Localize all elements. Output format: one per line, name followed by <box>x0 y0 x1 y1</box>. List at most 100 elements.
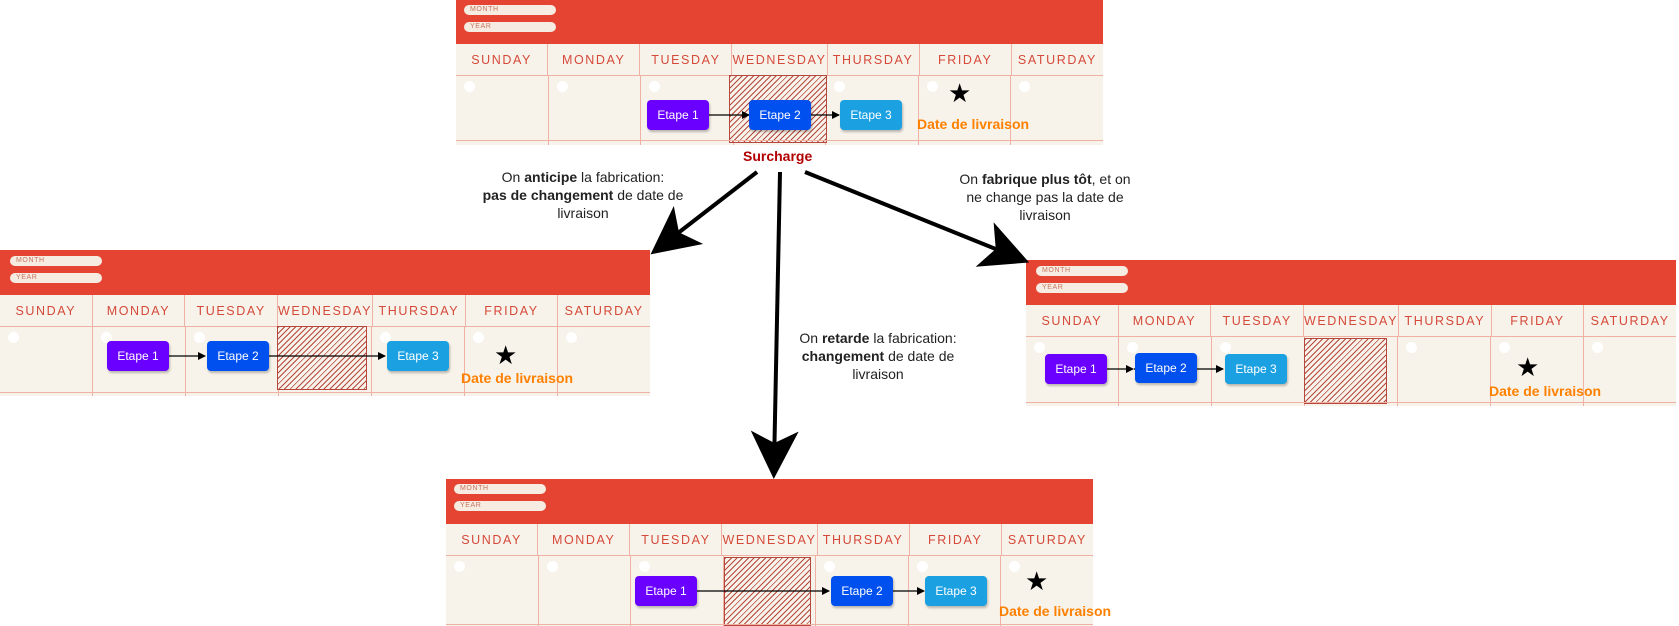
calendar-header: MONTH YEAR <box>0 250 650 295</box>
step2-box: Etape 2 <box>831 576 893 606</box>
step3-box: Etape 3 <box>387 341 449 371</box>
arrow-to-delay <box>750 171 799 479</box>
day-sunday: SUNDAY <box>1026 305 1119 336</box>
dot-icon <box>639 561 651 572</box>
overload-hatch <box>1304 338 1387 404</box>
day-thursday: THURSDAY <box>818 524 910 555</box>
row-divider <box>0 392 650 393</box>
cell <box>549 75 642 145</box>
note-text: On <box>959 171 982 187</box>
day-wednesday: WEDNESDAY <box>1304 305 1400 336</box>
year-field: YEAR <box>10 273 102 283</box>
dot-icon <box>473 332 484 343</box>
dot-icon <box>1499 342 1510 353</box>
note-bold: pas de changement <box>482 187 614 203</box>
note-bold: retarde <box>821 330 870 346</box>
note-text: On <box>799 330 822 346</box>
note-text: de date de livraison <box>557 187 684 221</box>
month-field: MONTH <box>464 5 556 15</box>
month-field: MONTH <box>454 484 546 494</box>
step2-box: Etape 2 <box>207 341 269 371</box>
dot-icon <box>464 81 475 92</box>
note-text: On <box>501 169 525 185</box>
star-icon: ★ <box>948 78 972 108</box>
day-monday: MONDAY <box>548 44 641 75</box>
step1-box: Etape 1 <box>647 100 709 130</box>
day-monday: MONDAY <box>93 295 186 326</box>
year-field: YEAR <box>464 22 556 32</box>
dot-icon <box>454 561 465 572</box>
arrow-to-anticipate <box>650 170 759 255</box>
calendar-header: MONTH YEAR <box>446 479 1093 524</box>
weekday-row: SUNDAY MONDAY TUESDAY WEDNESDAY THURSDAY… <box>1026 305 1676 337</box>
note-delay: On retarde la fabrication: changement de… <box>788 329 968 383</box>
dot-icon <box>1019 81 1031 92</box>
cell <box>93 326 186 396</box>
day-tuesday: TUESDAY <box>1211 305 1304 336</box>
step1-box: Etape 1 <box>1045 354 1107 384</box>
weekday-row: SUNDAY MONDAY TUESDAY WEDNESDAY THURSDAY… <box>446 524 1093 556</box>
note-bold: fabrique plus tôt <box>981 171 1092 187</box>
calendar-original: MONTH YEAR SUNDAY MONDAY TUESDAY WEDNESD… <box>456 0 1103 145</box>
cell <box>1011 75 1103 145</box>
note-bold: changement <box>801 348 885 364</box>
dot-icon <box>101 332 112 343</box>
overload-hatch <box>277 326 367 390</box>
dot-icon <box>546 561 558 572</box>
calendar-anticipate: MONTH YEAR SUNDAY MONDAY TUESDAY WEDNESD… <box>0 250 650 396</box>
cell <box>465 326 558 396</box>
delivery-date-label: Date de livraison <box>917 116 1030 132</box>
cell <box>1119 336 1212 406</box>
star-icon: ★ <box>494 340 518 370</box>
row-divider <box>1026 402 1676 403</box>
cell <box>919 75 1012 145</box>
dot-icon <box>1220 342 1231 353</box>
year-field: YEAR <box>1036 283 1128 293</box>
cell <box>909 555 1002 626</box>
note-text: la fabrication: <box>869 330 957 346</box>
star-icon: ★ <box>1516 352 1540 382</box>
dot-icon <box>916 561 928 572</box>
row-divider <box>446 624 1093 625</box>
day-wednesday: WEDNESDAY <box>278 295 374 326</box>
day-friday: FRIDAY <box>910 524 1002 555</box>
dot-icon <box>8 332 19 343</box>
day-sunday: SUNDAY <box>456 44 549 75</box>
dot-icon <box>926 81 938 92</box>
month-field: MONTH <box>10 256 102 266</box>
dot-icon <box>824 561 836 572</box>
dot-icon <box>556 81 568 92</box>
dot-icon <box>1127 342 1138 353</box>
step2-box: Etape 2 <box>1135 353 1197 383</box>
weekday-row: SUNDAY MONDAY TUESDAY WEDNESDAY THURSDAY… <box>456 44 1103 76</box>
note-text: de date de livraison <box>852 348 955 382</box>
cell <box>1584 336 1676 406</box>
day-monday: MONDAY <box>1119 305 1212 336</box>
note-anticipate: On anticipe la fabrication: pas de chang… <box>480 168 686 222</box>
calendar-header: MONTH YEAR <box>456 0 1103 44</box>
surcharge-label: Surcharge <box>743 148 813 164</box>
day-thursday: THURSDAY <box>373 295 466 326</box>
dot-icon <box>1406 342 1417 353</box>
day-thursday: THURSDAY <box>1399 305 1492 336</box>
dot-icon <box>566 332 577 343</box>
day-friday: FRIDAY <box>920 44 1012 75</box>
dot-icon <box>1592 342 1603 353</box>
day-wednesday: WEDNESDAY <box>722 524 818 555</box>
step2-box: Etape 2 <box>749 100 811 130</box>
arrow-to-earlier <box>804 170 1030 267</box>
month-field: MONTH <box>1036 266 1128 276</box>
delivery-date-label: Date de livraison <box>461 370 574 386</box>
day-wednesday: WEDNESDAY <box>732 44 828 75</box>
cell <box>539 555 632 626</box>
cell <box>372 326 465 396</box>
delivery-date-label: Date de livraison <box>999 603 1112 619</box>
cell <box>1026 336 1119 406</box>
day-saturday: SATURDAY <box>564 303 644 318</box>
step3-box: Etape 3 <box>925 576 987 606</box>
step1-box: Etape 1 <box>635 576 697 606</box>
day-monday: MONDAY <box>538 524 631 555</box>
day-thursday: THURSDAY <box>828 44 920 75</box>
dot-icon <box>380 332 391 343</box>
note-bold: anticipe <box>524 169 578 185</box>
